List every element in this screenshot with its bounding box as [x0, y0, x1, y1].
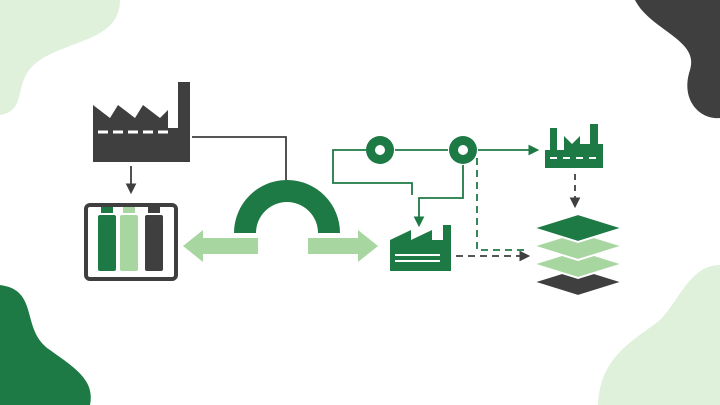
corner-blob-top-right	[635, 0, 720, 119]
stack-layer	[529, 212, 627, 244]
battery-cell	[98, 215, 116, 271]
left-arrow-shape	[183, 230, 258, 262]
corner-blob-bottom-left	[0, 285, 91, 405]
battery-cell	[120, 215, 138, 271]
reel-dashed-line	[476, 158, 527, 251]
corner-blob-top-left	[0, 0, 120, 115]
recycling-plant-icon	[545, 124, 603, 168]
reel-to-small-factory-arrow	[413, 165, 464, 228]
battery-cell	[145, 215, 163, 271]
corner-blob-bottom-right	[598, 265, 720, 405]
large-factory-icon	[93, 82, 190, 162]
right-arrow-shape	[308, 230, 378, 262]
double-arrow-icon	[183, 230, 378, 262]
battery-pack-icon	[84, 203, 178, 281]
reel-icon	[366, 136, 394, 164]
reel-loop-line	[332, 149, 413, 195]
layer-stack-icon	[529, 212, 627, 298]
reel-icon	[449, 136, 477, 164]
arch-icon	[234, 180, 340, 233]
factory-to-arch-arrow	[192, 136, 292, 193]
small-factory-icon	[390, 225, 451, 271]
